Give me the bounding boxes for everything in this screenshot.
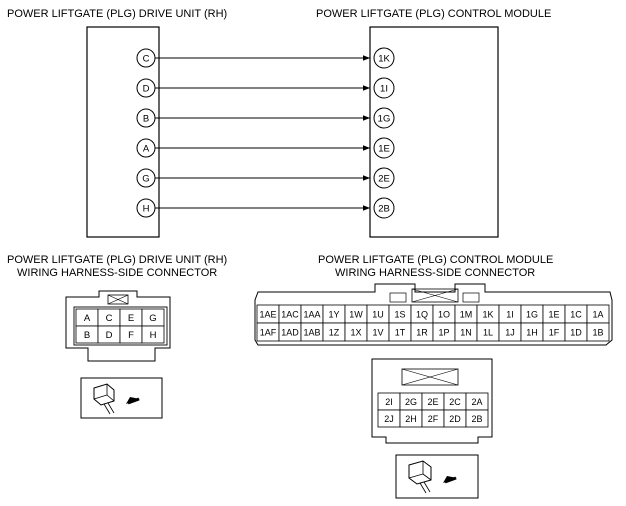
control-module-box	[369, 26, 499, 238]
pin-label: A	[84, 313, 91, 324]
module-terminal-circle	[373, 167, 395, 189]
pin-label: F	[128, 330, 134, 341]
drive-terminal-label: B	[143, 114, 149, 125]
pin-label: 2G	[405, 397, 417, 407]
pin-label: 2H	[405, 414, 417, 424]
drive-terminal-circle	[136, 78, 156, 98]
pin-label: 1Q	[416, 310, 428, 320]
pin-label: 1AE	[259, 310, 276, 320]
pin-label: 1S	[394, 310, 405, 320]
pin-label: 1H	[526, 328, 538, 338]
drive-terminal-label: D	[143, 84, 150, 95]
module-connector-title-1: POWER LIFTGATE (PLG) CONTROL MODULE	[318, 254, 553, 266]
pin-label: 1U	[372, 310, 384, 320]
pin-label: 1R	[416, 328, 428, 338]
drive-connector-pictogram	[80, 377, 163, 419]
pin-label: 1I	[506, 310, 514, 320]
pin-label: 1AF	[260, 328, 277, 338]
pin-label: 1T	[395, 328, 406, 338]
pin-label: 1M	[460, 310, 473, 320]
module-connector: 1AE 1AC 1AA 1Y 1W 1U 1S 1Q 1O 1M 1K 1I 1G 1E 1C 1A 1AF 1A…	[254, 283, 613, 346]
pin-label: 1K	[482, 310, 493, 320]
module-terminal-label: 1K	[378, 54, 390, 65]
pin-label: 2I	[385, 397, 393, 407]
pin-label: 1AA	[303, 310, 320, 320]
drive-terminal-label: C	[143, 54, 150, 65]
module-terminal-circle	[373, 107, 395, 129]
pin-label: 1Z	[329, 328, 340, 338]
drive-terminal-label: A	[143, 144, 150, 155]
module-terminal-label: 2E	[378, 174, 390, 185]
module-terminal-circle	[373, 197, 395, 219]
pin-label: 2B	[471, 414, 482, 424]
pin-label: 1J	[505, 328, 515, 338]
module-sub-connector: 2I 2G 2E 2C 2A 2J 2H 2F 2D 2B	[371, 358, 493, 444]
pin-label: 2A	[471, 397, 482, 407]
pin-label: 1AD	[281, 328, 299, 338]
pin-label: 1X	[350, 328, 361, 338]
pin-label: 1AB	[303, 328, 320, 338]
drive-connector: A C E G B D F H	[65, 290, 171, 362]
pin-label: 1B	[592, 328, 603, 338]
connector-cell	[141, 325, 165, 344]
pin-label: 1O	[438, 310, 450, 320]
pin-label: 2D	[449, 414, 461, 424]
pin-label: 2F	[428, 414, 439, 424]
drive-connector-title-2: WIRING HARNESS-SIDE CONNECTOR	[17, 267, 217, 279]
module-connector-pictogram	[395, 454, 479, 499]
pin-label: 1F	[549, 328, 560, 338]
drive-terminal-circle	[136, 138, 156, 158]
drive-terminal-circle	[136, 198, 156, 218]
control-module-title: POWER LIFTGATE (PLG) CONTROL MODULE	[316, 8, 551, 20]
module-connector-title-2: WIRING HARNESS-SIDE CONNECTOR	[335, 267, 535, 279]
drive-connector-title-1: POWER LIFTGATE (PLG) DRIVE UNIT (RH)	[7, 254, 227, 266]
pin-label: 1AC	[281, 310, 299, 320]
connector-cell	[465, 409, 489, 428]
drive-terminal-label: H	[143, 204, 150, 215]
drive-terminal-circle	[136, 168, 156, 188]
pin-label: 1N	[460, 328, 472, 338]
connector-cell	[586, 322, 610, 342]
pin-label: B	[84, 330, 90, 341]
pin-label: C	[106, 313, 113, 324]
pin-label: 2C	[449, 397, 461, 407]
pin-label: 1C	[570, 310, 582, 320]
pin-label: 1L	[483, 328, 493, 338]
pin-label: G	[149, 313, 156, 324]
drive-terminal-circle	[136, 48, 156, 68]
drive-unit-box	[86, 26, 160, 238]
pin-label: 1W	[349, 310, 363, 320]
pin-label: D	[106, 330, 113, 341]
module-terminal-label: 1I	[380, 84, 388, 95]
pin-label: 1V	[372, 328, 383, 338]
module-terminal-circle	[373, 77, 395, 99]
module-terminal-circle	[373, 47, 395, 69]
wire-group: C 1K D 1I B 1G A 1E G 2E H 2B	[136, 47, 395, 219]
pin-label: 1Y	[328, 310, 339, 320]
pin-label: H	[150, 330, 157, 341]
pin-label: 1P	[438, 328, 449, 338]
module-terminal-label: 2B	[378, 204, 390, 215]
pin-label: 1D	[570, 328, 582, 338]
module-terminal-label: 1E	[378, 144, 390, 155]
drive-unit-title: POWER LIFTGATE (PLG) DRIVE UNIT (RH)	[7, 8, 227, 20]
pin-label: 1A	[592, 310, 603, 320]
pin-label: 2E	[427, 397, 438, 407]
module-terminal-circle	[373, 137, 395, 159]
pin-label: E	[128, 313, 134, 324]
drive-terminal-circle	[136, 108, 156, 128]
pin-label: 2J	[384, 414, 394, 424]
module-terminal-label: 1G	[378, 114, 391, 125]
drive-terminal-label: G	[142, 174, 149, 185]
pin-label: 1E	[548, 310, 559, 320]
pin-label: 1G	[526, 310, 538, 320]
